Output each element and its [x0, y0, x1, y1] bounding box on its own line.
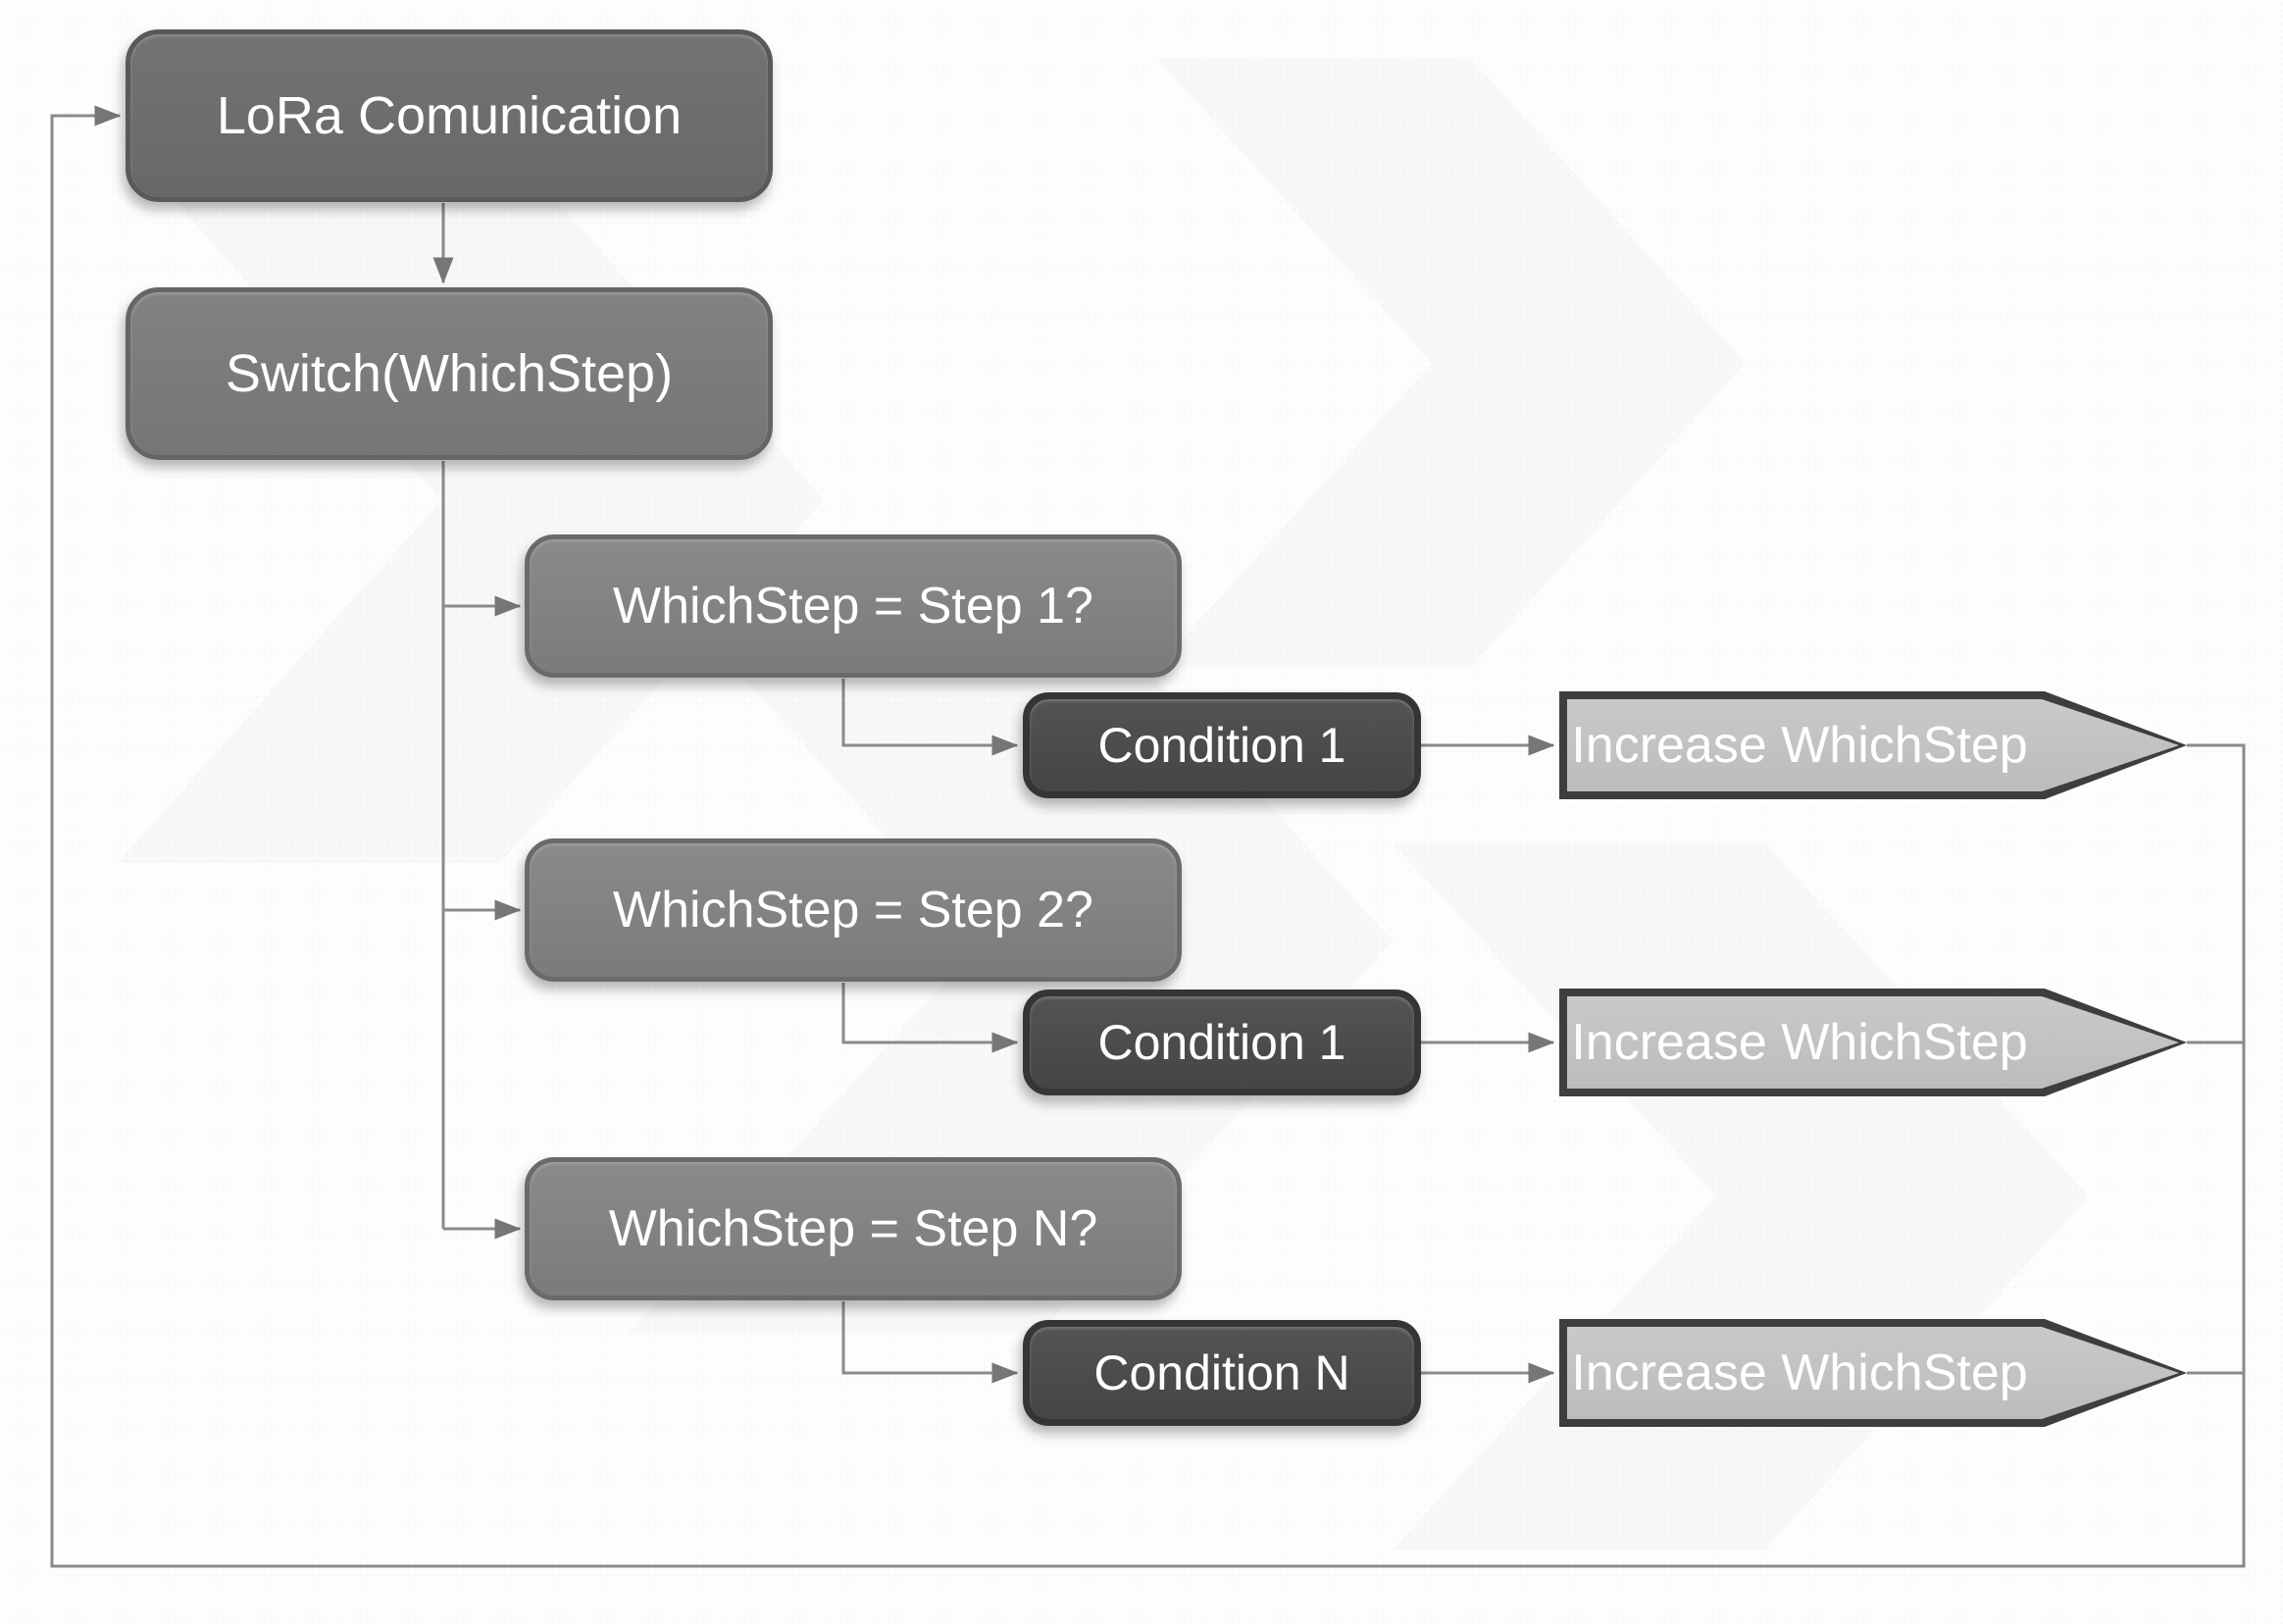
loop-back-line: [50, 105, 2246, 1568]
node-conditionn: Condition N: [1023, 1320, 1421, 1426]
node-switch-whichstep: Switch(WhichStep): [126, 287, 773, 460]
node-condition2: Condition 1: [1023, 990, 1421, 1095]
node-condition1: Condition 1: [1023, 692, 1421, 798]
node-action3-label: Increase WhichStep: [1571, 1345, 2028, 1401]
node-stepn-test: WhichStep = Step N?: [525, 1157, 1182, 1300]
arrow-step2-to-cond2: [841, 983, 1019, 1053]
node-condition1-label: Condition 1: [1097, 718, 1346, 773]
node-action2-label: Increase WhichStep: [1571, 1014, 2028, 1071]
node-lora-communication: LoRa Comunication: [126, 29, 773, 202]
arrow-stepn-to-condn: [841, 1301, 1019, 1384]
node-lora-label: LoRa Comunication: [216, 86, 683, 145]
node-condition2-label: Condition 1: [1097, 1015, 1346, 1070]
node-step2-label: WhichStep = Step 2?: [613, 882, 1093, 939]
action-arrow-shape: Increase WhichStep: [1567, 699, 2179, 791]
action-arrow-shape: Increase WhichStep: [1567, 996, 2179, 1089]
arrow-step1-to-cond1: [841, 679, 1019, 756]
node-conditionn-label: Condition N: [1093, 1345, 1350, 1400]
node-stepn-label: WhichStep = Step N?: [608, 1200, 1098, 1257]
node-increase-whichstep-1: Increase WhichStep: [1559, 691, 2187, 799]
node-action1-label: Increase WhichStep: [1571, 717, 2028, 774]
node-switch-label: Switch(WhichStep): [225, 344, 674, 403]
node-increase-whichstep-2: Increase WhichStep: [1559, 989, 2187, 1096]
node-step2-test: WhichStep = Step 2?: [525, 838, 1182, 982]
node-increase-whichstep-3: Increase WhichStep: [1559, 1319, 2187, 1427]
node-step1-label: WhichStep = Step 1?: [613, 578, 1093, 634]
action-arrow-shape: Increase WhichStep: [1567, 1327, 2179, 1419]
node-step1-test: WhichStep = Step 1?: [525, 534, 1182, 678]
